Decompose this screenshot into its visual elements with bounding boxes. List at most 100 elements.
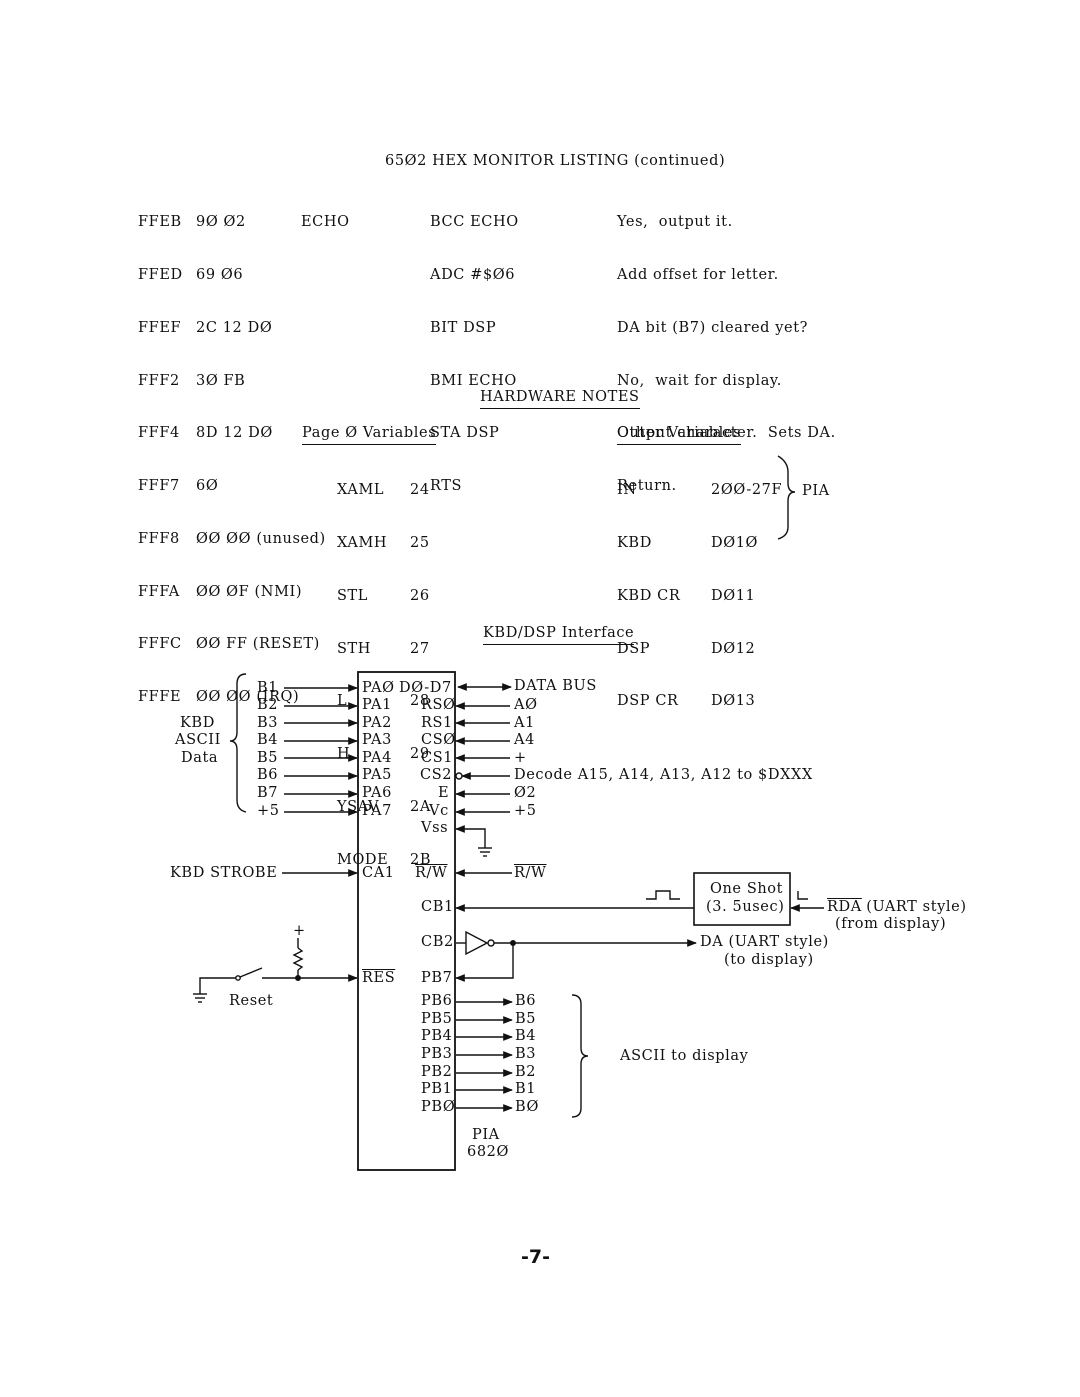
- ca1-pin-label: CA1: [362, 865, 395, 881]
- kbd-input-label: B6: [257, 767, 279, 783]
- listing-instr: BCC ECHO: [430, 214, 519, 231]
- listing-label: ECHO: [301, 214, 350, 230]
- listing-instr: BMI ECHO: [430, 372, 517, 389]
- kbd-input-label: B1: [257, 680, 279, 696]
- pia-variables-bracket: [777, 455, 796, 540]
- listing-bytes: ØØ ØØ (unused): [196, 530, 326, 547]
- pullup-plus-label: +: [293, 923, 306, 939]
- ascii-to-display-label: ASCII to display: [620, 1048, 749, 1064]
- one-shot-box: [693, 872, 791, 926]
- other-addr: 2ØØ-27F: [711, 482, 783, 499]
- kbd-label-line: KBD: [180, 715, 215, 731]
- right-pin-label: DØ-D7: [399, 680, 452, 696]
- listing-bytes: 8D 12 DØ: [196, 425, 273, 442]
- inverter-symbol: [465, 930, 489, 956]
- listing-instr: STA DSP: [430, 425, 500, 442]
- other-addrs: 2ØØ-27F DØ1Ø DØ11 DØ12 DØ13: [711, 447, 782, 729]
- pb-output-label: B5: [515, 1011, 537, 1027]
- page-number: -7-: [521, 1246, 550, 1268]
- rw-pin-label: R/W: [415, 865, 448, 881]
- right-signal-label: A4: [514, 732, 535, 748]
- other-name: IN: [617, 482, 637, 499]
- one-shot-timing: (3. 5usec): [706, 899, 785, 915]
- right-signal-label: AØ: [514, 697, 538, 713]
- cb1-pin-label: CB1: [421, 899, 454, 915]
- listing-addr-col: FFEB FFED FFEF FFF2 FFF4 FFF7 FFF8 FFFA …: [138, 179, 183, 724]
- pb-output-label: BØ: [515, 1099, 540, 1115]
- pb-output-label: B3: [515, 1046, 537, 1062]
- page0-addrs: 24 25 26 27 28 29 2A 2B: [410, 447, 431, 887]
- reset-ground-wire: [199, 977, 236, 994]
- reset-switch: [239, 967, 263, 978]
- listing-addr: FFF4: [138, 425, 180, 442]
- right-pin-label: E: [438, 785, 450, 801]
- rda-pulse-symbol: [797, 891, 808, 900]
- pb7-feedback-wire: [455, 943, 514, 982]
- listing-addr: FFFA: [138, 583, 180, 600]
- from-display-label: (from display): [835, 916, 947, 932]
- rw-signal-label: R/W: [514, 865, 547, 881]
- pb-pin-label: PB5: [421, 1011, 453, 1027]
- page0-name: STL: [337, 587, 369, 604]
- kbd-input-label: +5: [257, 803, 280, 819]
- other-name: KBD: [617, 534, 652, 551]
- pb-pin-label: PB6: [421, 993, 453, 1009]
- chip-part-label: 682Ø: [467, 1144, 509, 1160]
- page0-addr: 26: [410, 587, 430, 604]
- hardware-notes-title: HARDWARE NOTES: [480, 389, 640, 409]
- cb2-pin-label: CB2: [421, 934, 454, 950]
- pb-output-label: B6: [515, 993, 537, 1009]
- chip-name-label: PIA: [472, 1127, 500, 1143]
- listing-bytes: 9Ø Ø2: [196, 214, 246, 231]
- right-pin-label: RS1: [421, 715, 453, 731]
- page0-addr: 24: [410, 482, 430, 499]
- listing-bytes: ØØ FF (RESET): [196, 636, 320, 653]
- right-pin-label: CSØ: [421, 732, 456, 748]
- right-signal-label: A1: [514, 715, 535, 731]
- other-variables-heading: Other Variables: [617, 425, 742, 445]
- ascii-output-bracket: [571, 994, 589, 1118]
- pa-pin-label: PA7: [362, 803, 392, 819]
- pb-pin-label: PBØ: [421, 1099, 456, 1115]
- right-signal-label: +5: [514, 803, 537, 819]
- pb7-pin-label: PB7: [421, 970, 453, 986]
- pullup-resistor: [292, 947, 304, 971]
- listing-comment: No, wait for display.: [617, 372, 783, 389]
- kbd-input-label: B2: [257, 697, 279, 713]
- listing-bytes: ØØ ØF (NMI): [196, 583, 303, 600]
- page0-name: STH: [337, 640, 372, 657]
- rda-style-label: (UART style): [861, 899, 967, 915]
- page0-name: XAMH: [337, 534, 388, 551]
- listing-instr: BIT DSP: [430, 319, 497, 336]
- listing-bytes: ØØ ØØ (IRQ): [196, 689, 300, 706]
- listing-comment: Output character. Sets DA.: [617, 425, 836, 442]
- listing-addr: FFEB: [138, 214, 182, 231]
- listing-addr: FFEF: [138, 319, 182, 336]
- switch-contact: [235, 975, 241, 981]
- pa-pin-label: PA2: [362, 715, 392, 731]
- other-addr: DØ1Ø: [711, 534, 759, 551]
- listing-comment: DA bit (B7) cleared yet?: [617, 319, 809, 336]
- to-display-label: (to display): [724, 952, 814, 968]
- da-label: DA (UART style): [700, 934, 829, 950]
- right-pin-label: RSØ: [421, 697, 456, 713]
- listing-comment: Yes, output it.: [617, 214, 733, 231]
- kbd-label-line: Data: [181, 750, 219, 766]
- listing-bytes: 2C 12 DØ: [196, 319, 273, 336]
- other-addr: DØ13: [711, 693, 756, 710]
- pa-pin-label: PA3: [362, 732, 392, 748]
- listing-instr: ADC #$Ø6: [430, 266, 516, 283]
- listing-comment-col: Yes, output it. Add offset for letter. D…: [617, 179, 836, 513]
- listing-addr: FFF8: [138, 530, 180, 547]
- kbd-input-label: B4: [257, 732, 279, 748]
- listing-instr: RTS: [430, 478, 463, 495]
- right-pin-label: Vss: [421, 820, 449, 836]
- pb-pin-label: PB4: [421, 1028, 453, 1044]
- pulse-symbol: [646, 890, 680, 900]
- kbd-data-bracket: [229, 673, 247, 813]
- one-shot-label: One Shot: [710, 881, 784, 897]
- pa-pin-label: PAØ: [362, 680, 395, 696]
- pa-pin-label: PA6: [362, 785, 392, 801]
- junction-dot: [295, 975, 302, 982]
- res-pin-label: RES: [362, 970, 396, 986]
